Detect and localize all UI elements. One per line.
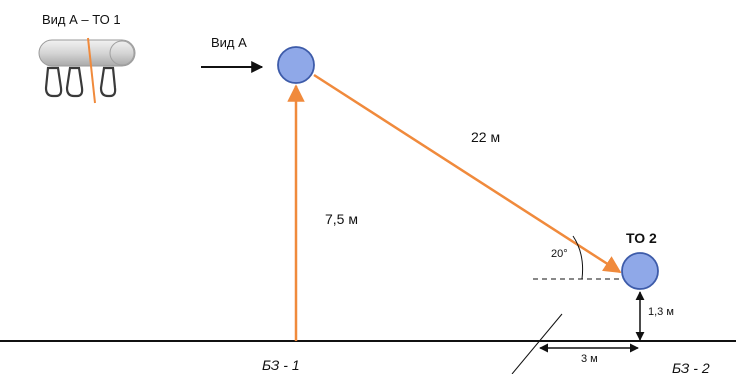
inset-title: Вид А – ТО 1 <box>42 12 121 27</box>
slope-length-label: 22 м <box>471 129 500 145</box>
to2-label: ТО 2 <box>626 230 657 246</box>
view-a-arrow: Вид А <box>201 35 264 73</box>
carabiners-icon <box>44 66 117 98</box>
top-anchor-node <box>277 46 315 84</box>
angle-label: 20° <box>551 248 568 260</box>
sloped-rope <box>313 73 622 274</box>
bz2-label: БЗ - 2 <box>672 360 710 374</box>
bz1-label: БЗ - 1 <box>262 357 300 373</box>
angle-arc <box>572 235 584 280</box>
inset-rope <box>87 37 96 104</box>
view-a-label: Вид А <box>211 35 247 50</box>
inset-view-a: Вид А – ТО 1 <box>38 12 136 104</box>
edge-marker-line <box>511 313 563 374</box>
anchor-bar <box>38 39 136 67</box>
clearance-label: 1,3 м <box>648 306 674 318</box>
height-label: 7,5 м <box>325 211 358 227</box>
offset-label: 3 м <box>581 353 598 365</box>
to2-anchor-node <box>621 252 659 290</box>
anchor-bar-end <box>109 40 135 66</box>
